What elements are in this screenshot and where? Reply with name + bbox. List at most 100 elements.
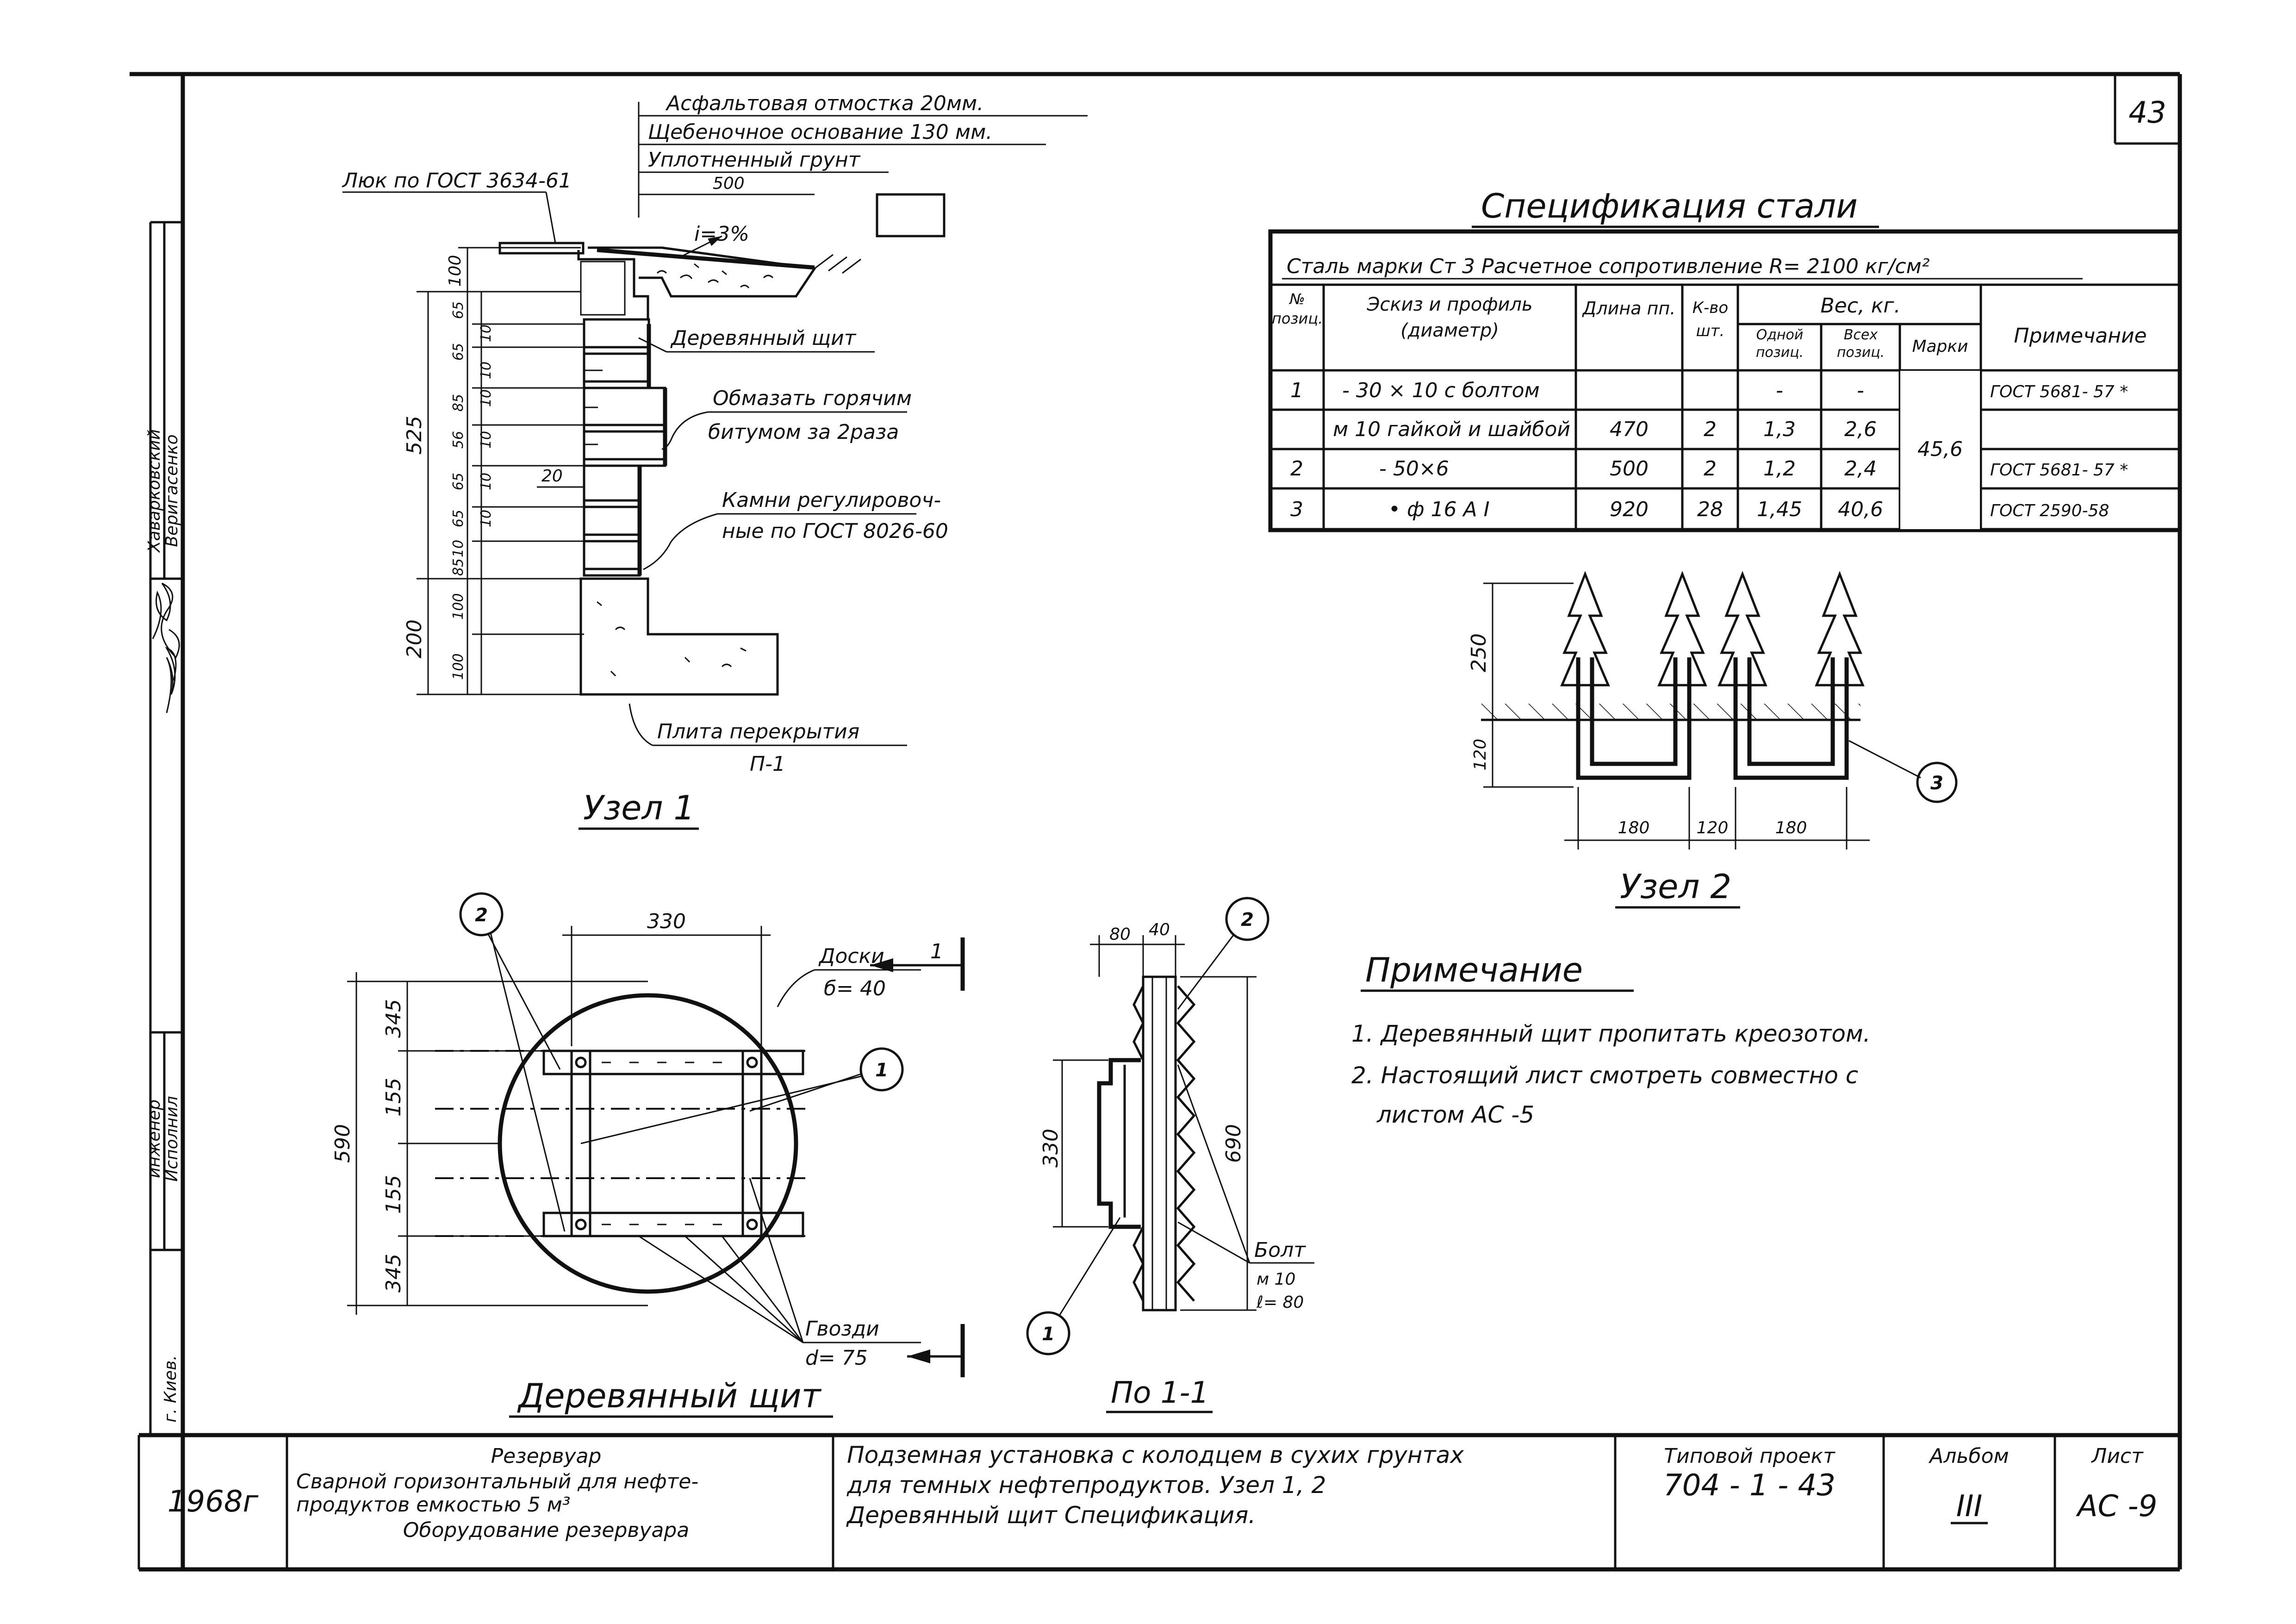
- tb-obj-3: продуктов емкостью 5 м³: [296, 1493, 570, 1517]
- section-dim-80: 80: [1109, 925, 1131, 944]
- node2-title: Узел 2: [1620, 867, 1731, 906]
- node2-dim-180b: 180: [1775, 818, 1807, 837]
- col-note: Примечание: [2014, 324, 2147, 348]
- title-block: 1968г Резервуар Сварной горизонтальный д…: [168, 1435, 2158, 1569]
- callout-stones-2: ные по ГОСТ 8026-60: [722, 519, 948, 543]
- col-qty: К-во шт.: [1692, 299, 1729, 340]
- dim-10a: 10: [478, 325, 494, 342]
- callout-bitumen-1: Обмазать горячим: [713, 387, 912, 410]
- row2-all: 2,4: [1844, 457, 1877, 481]
- tb-obj-4: Оборудование резервуара: [403, 1518, 690, 1542]
- signature-1: [152, 582, 180, 659]
- dim-10f: 10: [478, 510, 494, 527]
- row1b-sketch: м 10 гайкой и шайбой: [1333, 418, 1570, 441]
- shield-dim-330: 330: [647, 910, 686, 933]
- callout-asphalt: Асфальтовая отмостка 20мм.: [665, 92, 983, 115]
- node2-dim-250: 250: [1467, 633, 1491, 672]
- node2-drawing: 250 120 180 120 180 3 Узел 2: [1467, 571, 1958, 909]
- row3-sketch: • ф 16 А I: [1388, 498, 1490, 521]
- callout-hatch: Люк по ГОСТ 3634-61: [342, 169, 572, 193]
- node2-pos3: 3: [1930, 773, 1943, 794]
- sheet-number: 43: [2128, 96, 2166, 130]
- side-role-2: Исполнил: [162, 1096, 181, 1181]
- shield-dim-155b: 155: [382, 1175, 405, 1214]
- shield-pos1-circle: [859, 1047, 904, 1092]
- node2-dim-120: 120: [1471, 739, 1490, 771]
- callout-slab-1: Плита перекрытия: [657, 720, 859, 743]
- col-mark: Марки: [1912, 337, 1968, 356]
- tb-desc-2: для темных нефтепродуктов. Узел 1, 2: [846, 1472, 1326, 1499]
- callout-bitumen-2: битумом за 2раза: [708, 420, 899, 444]
- row3-note: ГОСТ 2590-58: [1990, 501, 2109, 520]
- callout-gravel: Щебеночное основание 130 мм.: [648, 120, 992, 144]
- row2-sketch: - 50×6: [1379, 457, 1449, 481]
- tb-sheet-val: АС -9: [2076, 1489, 2158, 1524]
- signature-2: [165, 647, 177, 713]
- notes-title: Примечание: [1365, 950, 1583, 989]
- row1b-length: 470: [1610, 418, 1649, 441]
- section-bolt-2: м 10: [1257, 1270, 1295, 1289]
- dim-10c: 10: [478, 389, 494, 407]
- side-role-1: инженер: [145, 1099, 164, 1178]
- col-sketch: Эскиз и профиль (диаметр): [1367, 294, 1533, 341]
- row2-one: 1,2: [1763, 457, 1796, 481]
- row1b-all: 2,6: [1844, 418, 1877, 441]
- side-person-2: Веригасенко: [162, 434, 181, 547]
- regulating-stones: [583, 318, 667, 577]
- col-pos: № позиц.: [1272, 290, 1323, 327]
- dim-10e: 10: [478, 473, 494, 490]
- side-city: г. Киев.: [161, 1355, 180, 1423]
- row1-one: -: [1776, 379, 1783, 402]
- dim-10b: 10: [478, 362, 494, 379]
- node1-title: Узел 1: [583, 788, 695, 827]
- row1b-qty: 2: [1704, 418, 1717, 441]
- dim-65a: 65: [450, 301, 467, 319]
- section-pos2-circle: [1225, 897, 1269, 941]
- row3-qty: 28: [1697, 498, 1723, 521]
- shield-pos1: 1: [875, 1060, 888, 1081]
- sheet-number-box: 43: [2114, 74, 2180, 145]
- mark-total: 45,6: [1917, 437, 1963, 461]
- row1b-one: 1,3: [1763, 418, 1796, 441]
- section-title: По 1-1: [1111, 1376, 1209, 1410]
- dim-10g: 10: [450, 540, 467, 557]
- callout-soil-dim: 500: [713, 174, 745, 193]
- shield-nails-1: Гвозди: [805, 1317, 879, 1341]
- callout-stones-1: Камни регулировоч-: [722, 488, 941, 512]
- col-weight: Вес, кг.: [1820, 294, 1900, 318]
- node2-pos3-circle: [1916, 762, 1958, 803]
- tb-obj-1: Резервуар: [491, 1444, 602, 1468]
- side-stamp: Хаварковский Веригасенко инженер Исполни…: [145, 429, 181, 1423]
- section-mark-top: 1: [930, 940, 943, 963]
- shield-dim-345a: 345: [382, 999, 405, 1038]
- dim-65c: 65: [450, 473, 467, 490]
- section-dim-330: 330: [1039, 1129, 1063, 1168]
- col-one: Одной позиц.: [1755, 327, 1804, 361]
- callout-shield: Деревянный щит: [670, 326, 857, 350]
- section-dim-690: 690: [1222, 1124, 1245, 1163]
- section-pos2: 2: [1241, 909, 1254, 931]
- shield-dim-345b: 345: [382, 1254, 405, 1293]
- shield-pos2-circle: [459, 892, 504, 937]
- row2-length: 500: [1610, 457, 1649, 481]
- callout-slab-2: П-1: [750, 752, 785, 776]
- dim-85a: 85: [450, 394, 467, 412]
- row1-sketch: - 30 × 10 с болтом: [1342, 379, 1540, 402]
- dim-56: 56: [450, 431, 467, 449]
- dim-20: 20: [541, 467, 563, 486]
- row3-pos: 3: [1290, 498, 1303, 521]
- notes-item2b: листом АС -5: [1376, 1101, 1534, 1128]
- node2-dim-120b: 120: [1697, 818, 1729, 837]
- row3-all: 40,6: [1838, 498, 1883, 521]
- section-dim-40: 40: [1149, 920, 1170, 939]
- row2-note: ГОСТ 5681- 57 *: [1990, 461, 2128, 480]
- notes-item1: 1. Деревянный щит пропитать креозотом.: [1351, 1020, 1871, 1047]
- spec-title: Спецификация стали: [1481, 187, 1858, 225]
- shield-title: Деревянный щит: [517, 1376, 822, 1415]
- section-bolt-3: ℓ= 80: [1256, 1293, 1304, 1312]
- dim-65b: 65: [450, 343, 467, 361]
- dim-100b: 100: [450, 653, 467, 680]
- shield-plan: 330 590 345 155 155 345 2 1 Доски б= 40 …: [331, 892, 965, 1418]
- section-bolt-1: Болт: [1254, 1238, 1306, 1262]
